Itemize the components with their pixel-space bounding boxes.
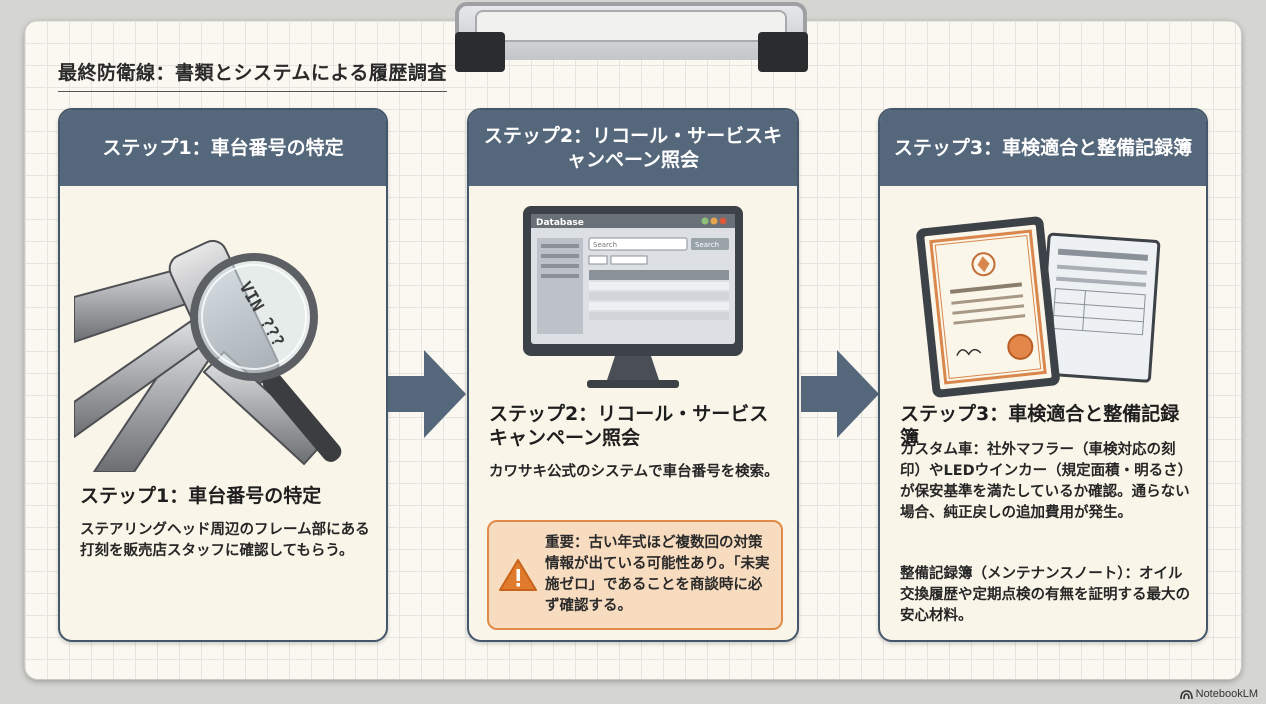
step-2-card: ステップ2：リコール・サービスキャンペーン照会 Database Search …	[467, 108, 799, 642]
clipboard-clip-foot-right	[758, 32, 808, 72]
arrow-right-icon	[801, 350, 879, 438]
warning-icon	[499, 559, 537, 591]
warning-callout: 重要：古い年式ほど複数回の対策情報が出ている可能性あり。「未実施ゼロ」であること…	[487, 520, 783, 630]
step-3-body: カスタム車：社外マフラー（車検対応の刻印）やLEDウインカー（規定面積・明るさ）…	[900, 442, 1190, 521]
brand-text: NotebookLM	[1195, 688, 1258, 700]
monitor-database-illustration: Database Search Search	[523, 206, 743, 388]
magnifying-glass-icon: VIN ???	[190, 253, 342, 462]
db-window-title: Database	[536, 218, 584, 228]
step-2-header: ステップ2：リコール・サービスキャンペーン照会	[469, 110, 797, 186]
step-3-card: ステップ3：車検適合と整備記録簿 ステップ3：車検適合と整備記録簿	[878, 108, 1208, 642]
page-title: 最終防衛線：書類とシステムによる履歴調査	[58, 58, 447, 92]
step-1-card: ステップ1：車台番号の特定 VIN ??? ステップ1：車台番号の特定 ステアリ…	[58, 108, 388, 642]
step-3-header: ステップ3：車検適合と整備記録簿	[880, 110, 1206, 186]
notebooklm-logo-icon	[1179, 689, 1193, 699]
clipboard-clip-foot-left	[455, 32, 505, 72]
step-2-body: カワサキ公式のシステムで車台番号を検索。	[489, 464, 779, 480]
step-2-subtitle: ステップ2：リコール・サービスキャンペーン照会	[489, 403, 769, 449]
step-3-body-2: 整備記録簿（メンテナンスノート）：オイル交換履歴や定期点検の有無を証明する最大の…	[900, 566, 1190, 624]
warning-text: 重要：古い年式ほど複数回の対策情報が出ている可能性あり。「未実施ゼロ」であること…	[545, 535, 770, 614]
arrow-right-icon	[388, 350, 466, 438]
step-1-subtitle: ステップ1：車台番号の特定	[80, 485, 322, 507]
brand-watermark: NotebookLM	[1179, 688, 1258, 700]
step-1-body: ステアリングヘッド周辺のフレーム部にある打刻を販売店スタッフに確認してもらう。	[80, 522, 370, 559]
db-search-input: Search	[593, 241, 617, 249]
step-1-header: ステップ1：車台番号の特定	[60, 110, 386, 186]
db-search-button: Search	[695, 241, 719, 249]
clipboard-clip-inner	[475, 10, 787, 42]
step-3-subtitle: ステップ3：車検適合と整備記録簿	[900, 403, 1180, 449]
documents-illustration	[916, 216, 1161, 398]
frame-magnifier-illustration: VIN ???	[74, 239, 342, 472]
